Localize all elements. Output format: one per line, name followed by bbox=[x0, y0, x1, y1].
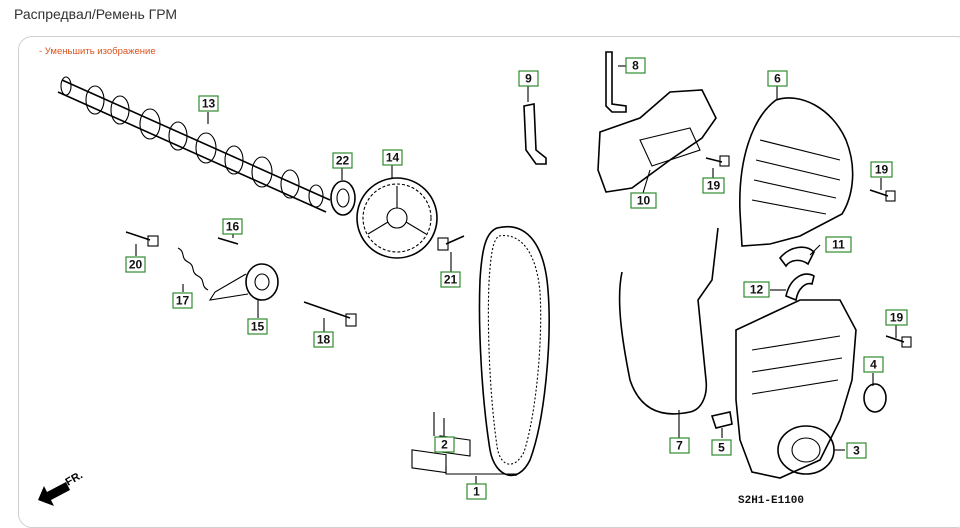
callout-6[interactable]: 6 bbox=[767, 70, 788, 87]
callout-22[interactable]: 22 bbox=[332, 152, 353, 169]
svg-text:11: 11 bbox=[832, 238, 845, 252]
cover-seals bbox=[778, 246, 815, 302]
guide-plate bbox=[710, 411, 733, 429]
page-title: Распредвал/Ремень ГРМ bbox=[14, 6, 178, 22]
svg-text:9: 9 bbox=[525, 72, 532, 86]
svg-text:4: 4 bbox=[870, 358, 877, 372]
svg-text:16: 16 bbox=[226, 220, 240, 234]
callout-2[interactable]: 2 bbox=[434, 436, 455, 453]
svg-text:7: 7 bbox=[676, 439, 683, 453]
callout-12[interactable]: 12 bbox=[743, 281, 770, 298]
svg-text:19: 19 bbox=[707, 179, 721, 193]
leader-lines bbox=[135, 65, 897, 484]
svg-text:10: 10 bbox=[637, 194, 651, 208]
direction-label: FR. bbox=[64, 469, 85, 488]
svg-text:6: 6 bbox=[774, 72, 781, 86]
svg-text:12: 12 bbox=[750, 283, 764, 297]
svg-text:19: 19 bbox=[890, 311, 904, 325]
tensioner-assembly bbox=[125, 231, 465, 327]
grommet bbox=[863, 383, 887, 413]
front-direction-arrow: FR. bbox=[38, 469, 85, 506]
callout-16[interactable]: 16 bbox=[222, 218, 243, 235]
callout-15[interactable]: 15 bbox=[247, 318, 268, 335]
diagram-code: S2H1-E1100 bbox=[738, 495, 804, 507]
svg-text:14: 14 bbox=[386, 151, 400, 165]
callout-8[interactable]: 8 bbox=[625, 57, 646, 74]
svg-text:5: 5 bbox=[718, 441, 725, 455]
callout-11[interactable]: 11 bbox=[825, 236, 852, 253]
callout-19-low[interactable]: 19 bbox=[885, 309, 908, 326]
callout-14[interactable]: 14 bbox=[382, 149, 403, 166]
cover-gasket bbox=[618, 227, 719, 415]
lower-timing-cover bbox=[735, 299, 857, 479]
callout-9[interactable]: 9 bbox=[518, 70, 539, 87]
parts-diagram[interactable]: FR. S2H1-E1100 13 22 14 16 20 21 17 15 1… bbox=[0, 0, 960, 513]
svg-text:20: 20 bbox=[129, 258, 143, 272]
callout-1[interactable]: 1 bbox=[466, 483, 487, 500]
timing-belt bbox=[478, 225, 550, 477]
callout-7[interactable]: 7 bbox=[669, 437, 690, 454]
svg-text:8: 8 bbox=[632, 59, 639, 73]
callout-20[interactable]: 20 bbox=[125, 256, 146, 273]
callout-5[interactable]: 5 bbox=[711, 439, 732, 456]
callout-19-right[interactable]: 19 bbox=[870, 161, 893, 178]
svg-text:13: 13 bbox=[202, 97, 216, 111]
camshaft bbox=[57, 76, 331, 213]
oil-seal bbox=[330, 180, 356, 216]
upper-timing-cover bbox=[739, 97, 854, 247]
svg-text:15: 15 bbox=[251, 320, 265, 334]
svg-text:17: 17 bbox=[176, 294, 190, 308]
callout-4[interactable]: 4 bbox=[863, 356, 884, 373]
svg-text:21: 21 bbox=[444, 273, 458, 287]
bolts-19 bbox=[869, 189, 912, 348]
svg-text:22: 22 bbox=[336, 154, 350, 168]
svg-text:3: 3 bbox=[853, 444, 860, 458]
callout-3[interactable]: 3 bbox=[846, 442, 867, 459]
upper-back-cover bbox=[523, 51, 730, 193]
camshaft-pulley bbox=[356, 177, 438, 259]
svg-text:18: 18 bbox=[317, 333, 331, 347]
callout-13[interactable]: 13 bbox=[198, 95, 219, 112]
svg-text:19: 19 bbox=[875, 163, 889, 177]
callout-17[interactable]: 17 bbox=[172, 292, 193, 309]
svg-text:1: 1 bbox=[473, 485, 480, 499]
shrink-image-link[interactable]: - Уменьшить изображение bbox=[39, 46, 156, 57]
callout-10[interactable]: 10 bbox=[630, 192, 657, 209]
svg-text:2: 2 bbox=[441, 438, 448, 452]
callout-18[interactable]: 18 bbox=[313, 331, 334, 348]
callout-19-top[interactable]: 19 bbox=[702, 177, 725, 194]
callout-21[interactable]: 21 bbox=[440, 271, 461, 288]
